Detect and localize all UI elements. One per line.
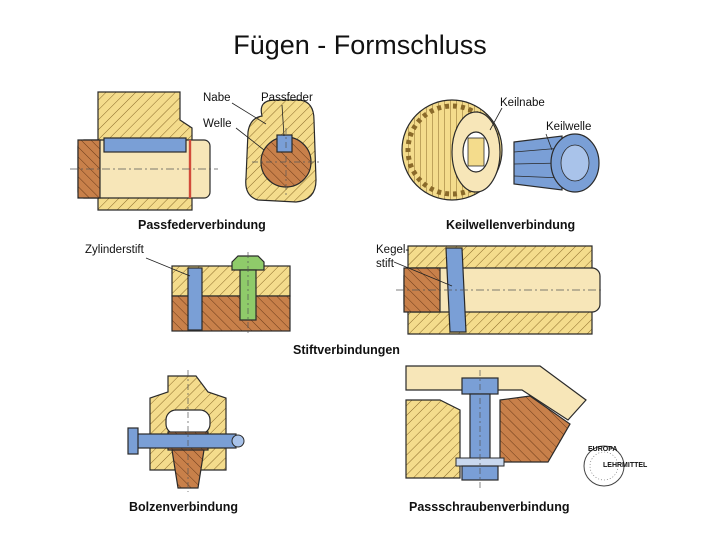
caption-passschraubenverbindung: Passschraubenverbindung [409, 500, 570, 514]
label-keilwelle: Keilwelle [546, 121, 592, 133]
label-nabe: Nabe [203, 92, 231, 104]
caption-passfederverbindung: Passfederverbindung [138, 218, 266, 232]
bolzen-figure [127, 370, 245, 492]
keilwelle-figure [401, 99, 600, 201]
caption-bolzenverbindung: Bolzenverbindung [129, 500, 239, 514]
label-keilnabe: Keilnabe [500, 97, 545, 109]
page-title: Fügen - Formschluss [233, 30, 487, 60]
label-welle: Welle [203, 118, 232, 130]
label-kegelstift-line2: stift [376, 258, 394, 270]
zylinderstift-figure [145, 252, 291, 336]
passfeder-side-view [70, 91, 218, 211]
logo-text-lehrmittel: LEHRMITTEL [603, 462, 648, 469]
kegelstift-figure [393, 245, 604, 335]
caption-keilwellenverbindung: Keilwellenverbindung [446, 218, 576, 232]
label-kegelstift-line1: Kegel- [376, 244, 410, 256]
logo-text-europa: EUROPA [588, 446, 618, 453]
passfeder-cross-section [231, 99, 322, 203]
caption-stiftverbindungen: Stiftverbindungen [293, 343, 400, 357]
label-passfeder: Passfeder [261, 92, 313, 104]
label-zylinderstift: Zylinderstift [85, 244, 144, 256]
europa-lehrmittel-logo [583, 445, 625, 487]
passschraube-figure [405, 365, 587, 488]
